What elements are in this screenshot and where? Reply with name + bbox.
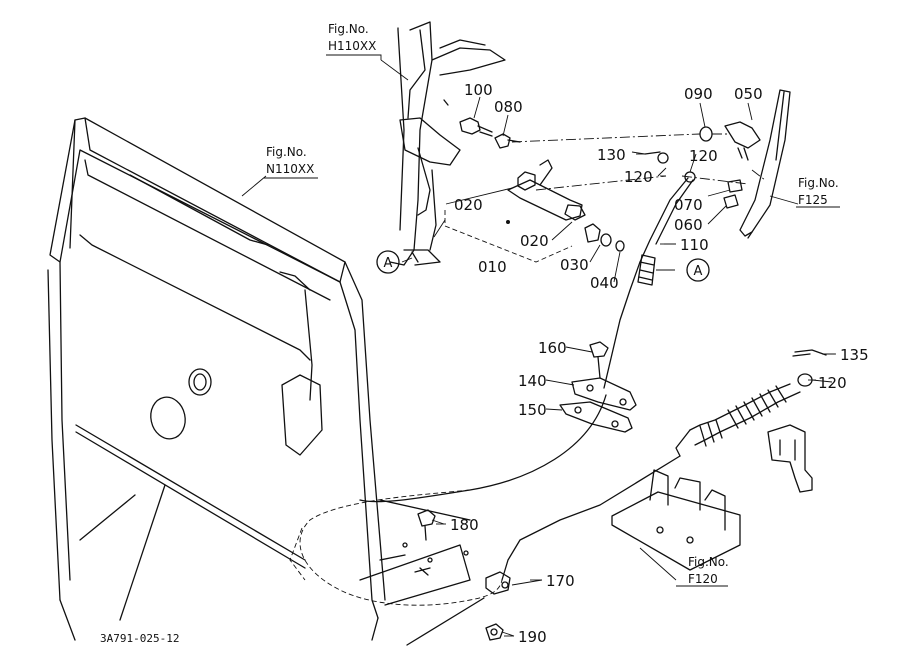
fig-ref-h110-title: Fig.No. [328,22,369,36]
fig-ref-f120-title: Fig.No. [688,555,729,569]
part-label-130: 130 [597,146,626,164]
part-label-080: 080 [494,98,523,116]
part-label-120-a: 120 [689,147,718,165]
ref-circle-a-left: A [376,250,400,274]
part-label-120-c: 120 [818,374,847,392]
part-label-170: 170 [546,572,575,590]
part-label-110: 110 [680,236,709,254]
ref-circle-a-right: A [686,258,710,282]
part-label-050: 050 [734,85,763,103]
part-label-180: 180 [450,516,479,534]
part-label-160: 160 [538,339,567,357]
linkage-parts [459,89,791,389]
fig-ref-n110-title: Fig.No. [266,145,307,159]
drawing-code: 3A791-025-12 [100,632,179,645]
part-label-100: 100 [464,81,493,99]
fig-ref-f125-number: F125 [798,193,828,207]
bracket-010 [444,210,573,263]
part-label-120-b: 120 [624,168,653,186]
leader-lines [241,59,835,637]
fig-ref-h110-number: H110XX [328,39,376,53]
part-label-070: 070 [674,196,703,214]
fig-ref-f125: Fig.No. F125 [796,176,840,208]
cab-frame [47,117,471,641]
part-label-135: 135 [840,346,869,364]
part-label-030: 030 [560,256,589,274]
cable-assembly [359,349,827,646]
part-label-020-a: 020 [454,196,483,214]
ref-circle-a-left-label: A [384,256,393,271]
label-dashes [436,153,836,637]
fig-ref-f120: Fig.No. F120 [676,555,729,587]
part-label-060: 060 [674,216,703,234]
fig-ref-f125-title: Fig.No. [798,176,839,190]
part-label-040: 040 [590,274,619,292]
fig-ref-h110: Fig.No. H110XX [326,22,382,60]
part-label-020-b: 020 [520,232,549,250]
part-label-190: 190 [518,628,547,646]
ref-circle-a-right-label: A [694,264,703,279]
fig-ref-n110: Fig.No. N110XX [264,145,318,179]
part-label-140: 140 [518,372,547,390]
center-lines [289,133,766,606]
part-labels: 100 080 090 050 130 120 120 120 020 020 … [450,81,869,646]
part-label-090: 090 [684,85,713,103]
fig-ref-n110-number: N110XX [266,162,314,176]
pedal-arm [389,21,506,266]
fig-ref-f120-number: F120 [688,572,718,586]
part-label-010: 010 [478,258,507,276]
part-label-150: 150 [518,401,547,419]
plates [559,341,637,433]
